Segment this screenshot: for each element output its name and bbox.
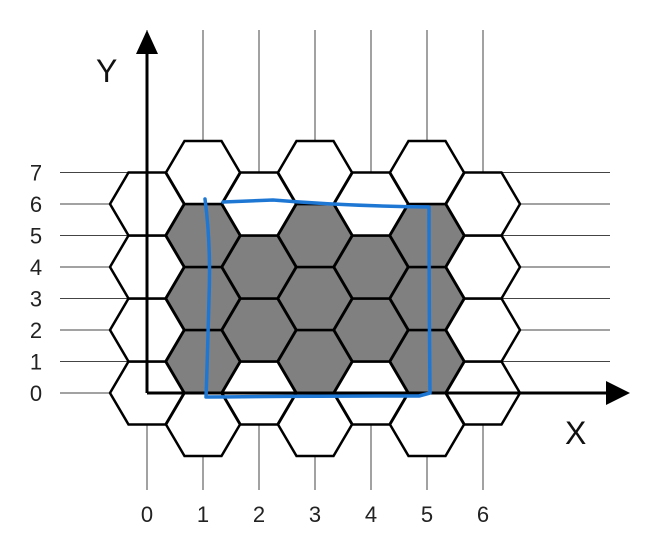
y-tick-label: 4 (30, 255, 42, 280)
x-axis-arrowhead (606, 381, 630, 405)
y-tick-label: 5 (30, 224, 42, 249)
y-tick-label: 6 (30, 192, 42, 217)
tick-labels: 0 1 2 3 4 5 6 0 1 2 3 4 5 6 7 (30, 161, 489, 528)
y-tick-label: 2 (30, 318, 42, 343)
hexagon-cells (108, 139, 522, 458)
x-tick-label: 4 (365, 502, 377, 527)
x-tick-label: 0 (141, 502, 153, 527)
y-tick-label: 1 (30, 350, 42, 375)
y-axis-name: Y (96, 53, 117, 89)
x-tick-label: 1 (197, 502, 209, 527)
x-tick-label: 6 (477, 502, 489, 527)
y-axis-arrowhead (136, 30, 158, 54)
x-tick-label: 3 (309, 502, 321, 527)
axes (136, 30, 630, 405)
boundary-outline (203, 197, 432, 399)
y-tick-label: 0 (30, 381, 42, 406)
y-tick-label: 7 (30, 161, 42, 186)
x-axis-name: X (565, 415, 586, 451)
y-tick-label: 3 (30, 287, 42, 312)
x-tick-label: 5 (421, 502, 433, 527)
hex-cell-empty (444, 171, 522, 237)
x-tick-label: 2 (253, 502, 265, 527)
